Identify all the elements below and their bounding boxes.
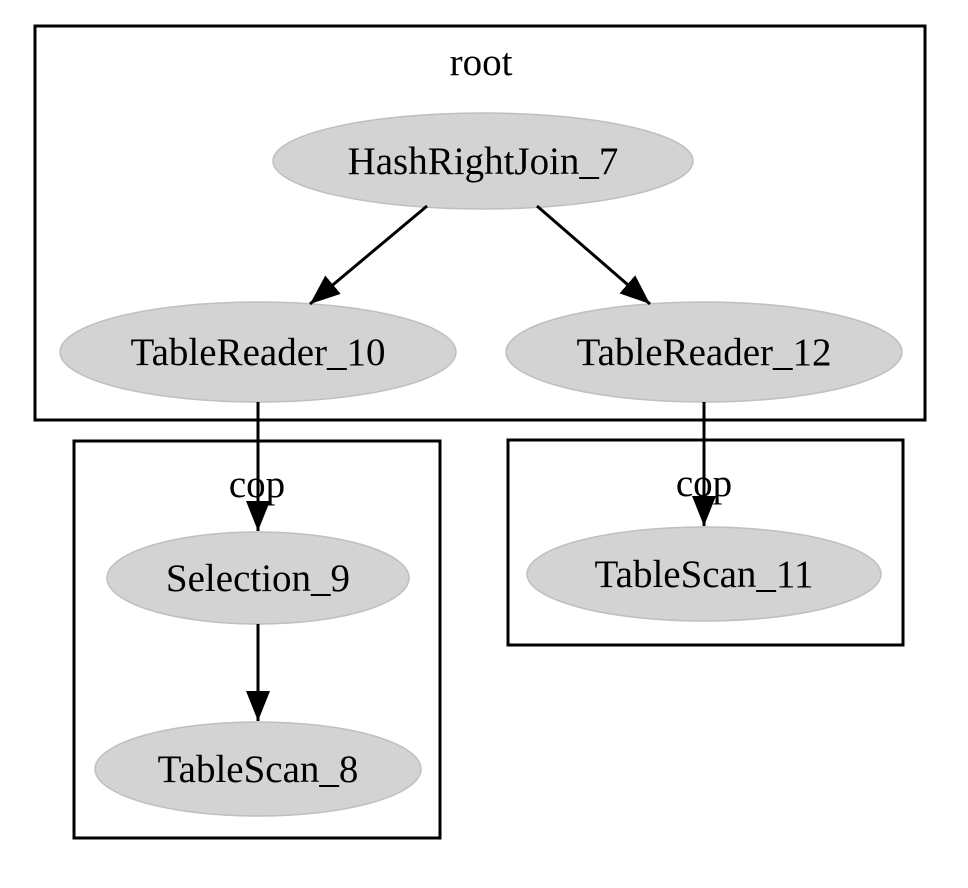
node-label-tablescan-11: TableScan_11 — [595, 553, 814, 596]
node-label-tablereader-10: TableReader_10 — [131, 331, 386, 374]
cluster-label-cop-left: cop — [229, 463, 285, 506]
node-label-selection-9: Selection_9 — [166, 557, 350, 600]
node-label-tablescan-8: TableScan_8 — [158, 748, 359, 791]
node-label-tablereader-12: TableReader_12 — [577, 331, 832, 374]
node-hashrightjoin-7 — [272, 112, 694, 210]
cluster-label-cop-right: cop — [676, 462, 732, 505]
node-tablescan-11 — [526, 526, 882, 622]
edge-hashrightjoin7-tablereader12 — [536, 204, 651, 306]
node-tablescan-8 — [94, 721, 422, 817]
cluster-box-root — [33, 24, 927, 422]
cluster-label-root: root — [450, 41, 513, 84]
edge-hashrightjoin7-tablereader10 — [309, 204, 428, 306]
node-label-hashrightjoin-7: HashRightJoin_7 — [348, 140, 619, 183]
